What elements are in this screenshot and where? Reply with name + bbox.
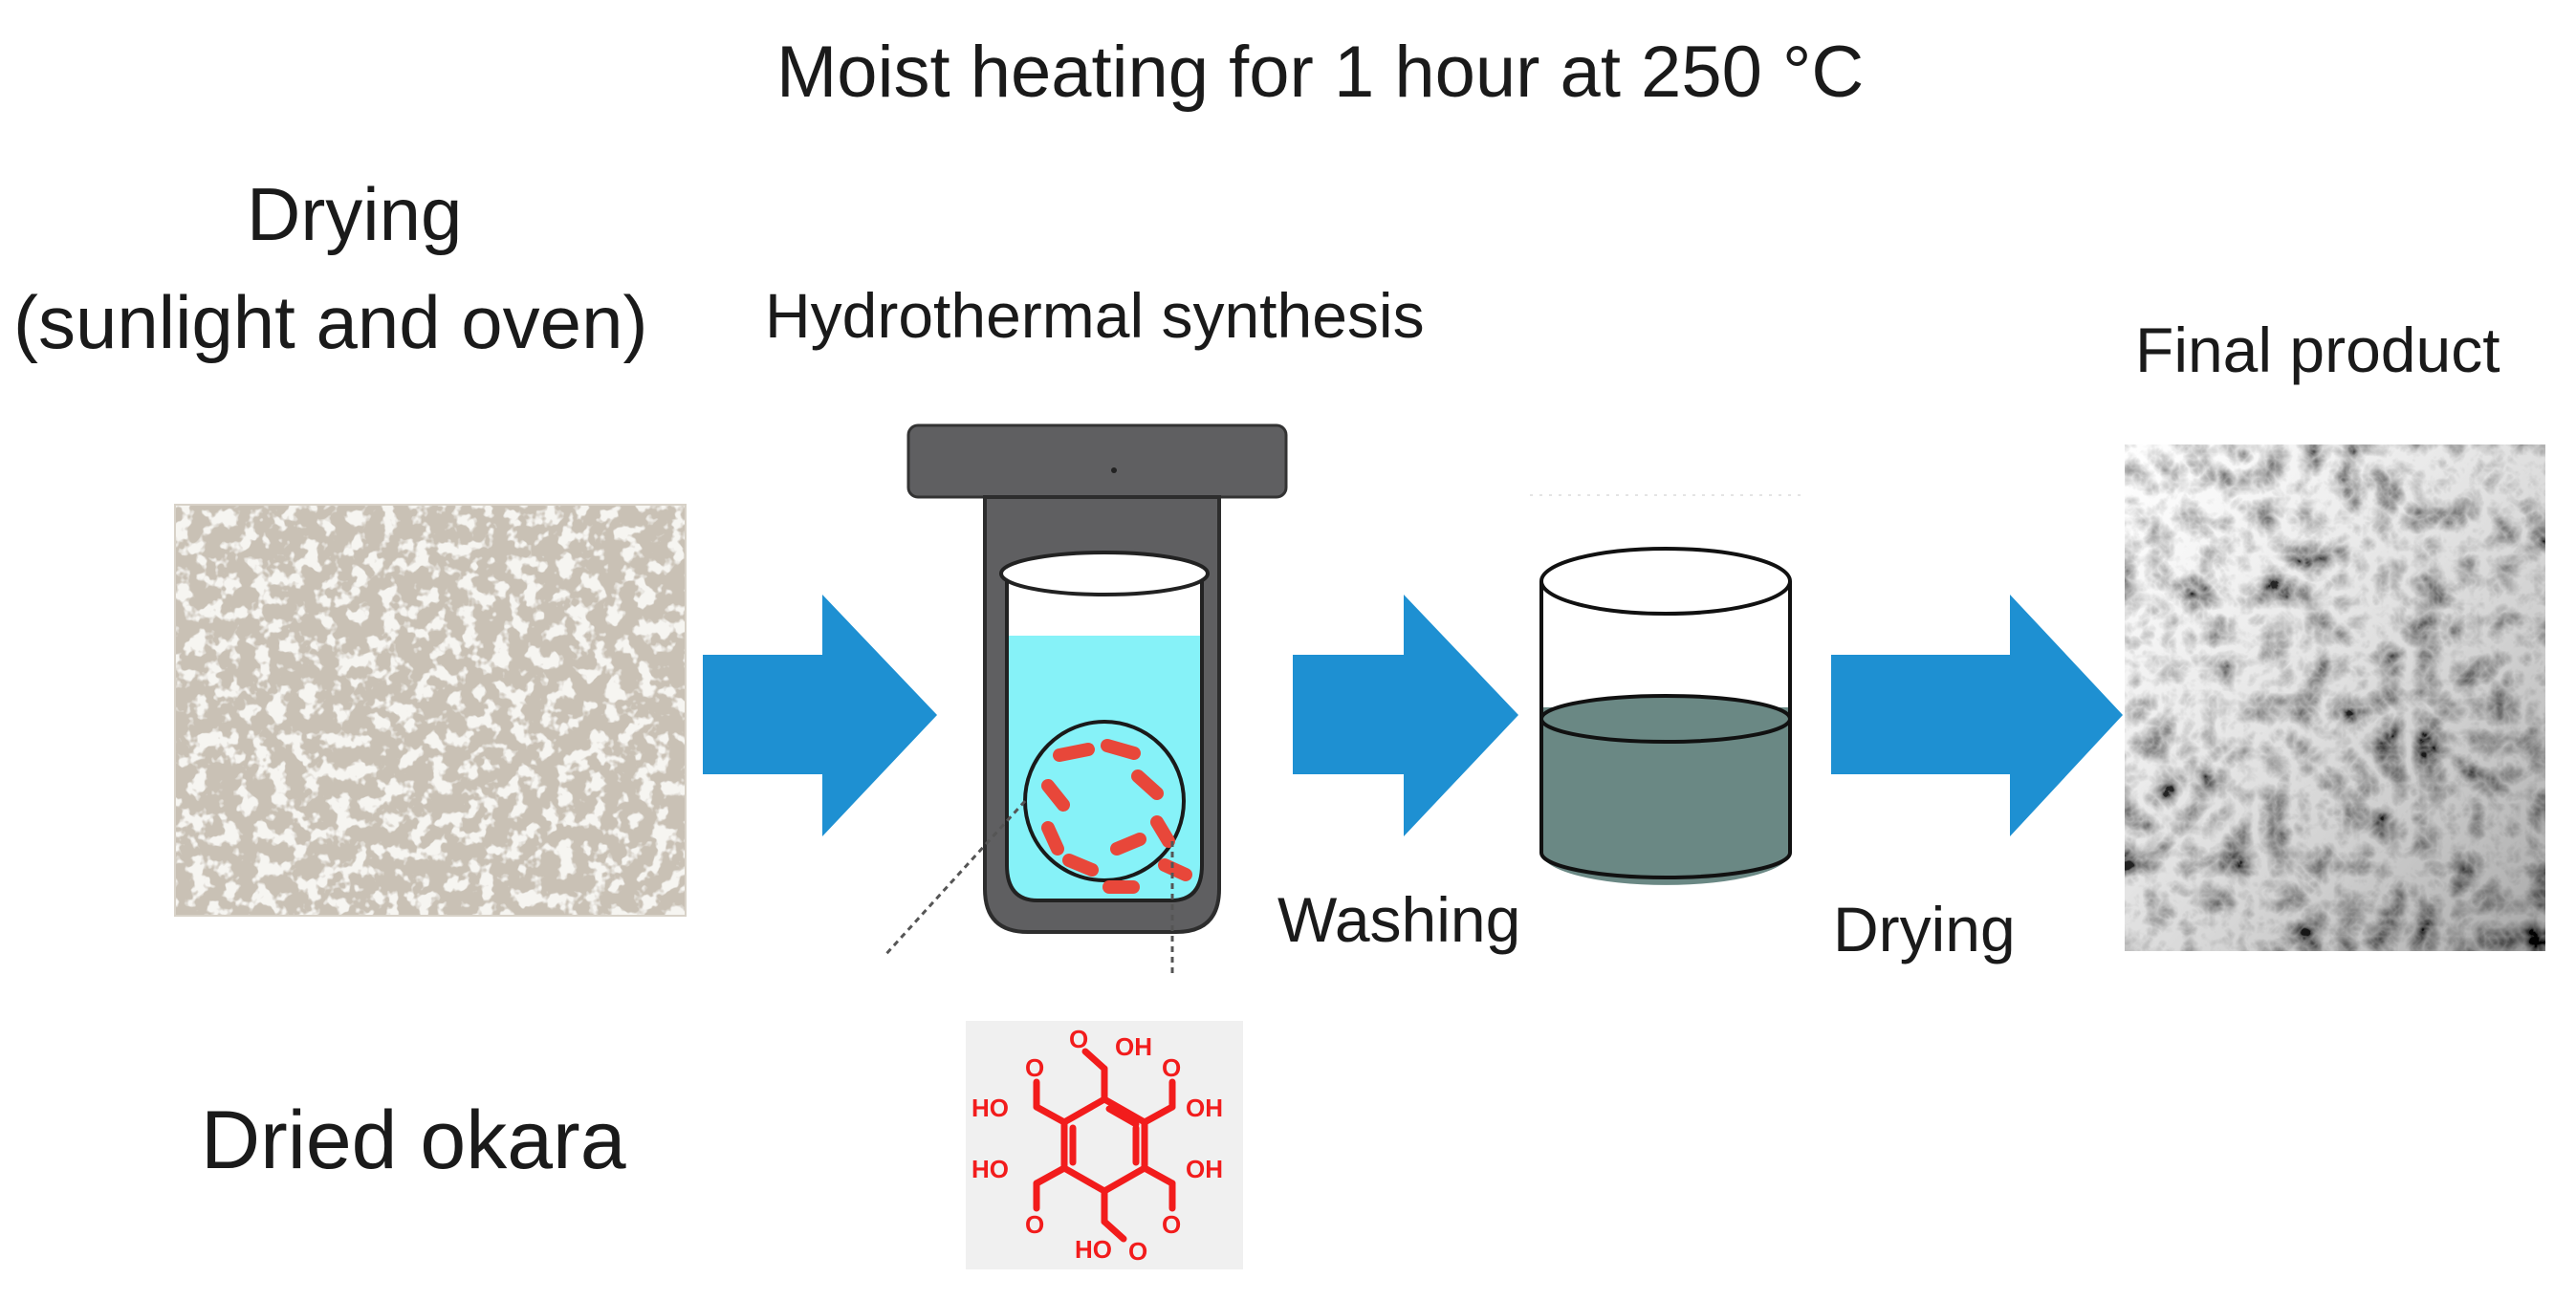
arrow-to-reactor: [703, 595, 937, 836]
washing-label: Washing: [1277, 884, 1521, 955]
acid-o-lower-left: O: [1025, 1210, 1044, 1239]
acid-oh-upper-right: OH: [1186, 1094, 1223, 1122]
acid-ho-lower-left: HO: [971, 1155, 1009, 1183]
drying-label-line1: Drying: [247, 172, 463, 256]
sem-micrograph: [2125, 444, 2545, 951]
drying-label-line2: (sunlight and oven): [13, 280, 648, 364]
acid-o-lower-right: O: [1162, 1210, 1181, 1239]
washing-beaker: [1530, 494, 1807, 885]
final-product-label: Final product: [2135, 314, 2500, 385]
acid-o-upper-left: O: [1025, 1053, 1044, 1082]
acid-o-bottom: O: [1128, 1237, 1147, 1266]
arrow-to-final: [1831, 595, 2123, 836]
hydrothermal-label: Hydrothermal synthesis: [765, 280, 1425, 351]
dried-okara-photo: [174, 504, 687, 917]
top-heating-label: Moist heating for 1 hour at 250 °C: [776, 32, 1865, 113]
dried-okara-label: Dried okara: [201, 1094, 626, 1186]
acid-o-top: O: [1069, 1025, 1088, 1053]
acid-ho-bottom: HO: [1075, 1235, 1112, 1264]
drying-step-label: Drying: [1833, 894, 2016, 964]
acid-ho-upper-left: HO: [971, 1094, 1009, 1122]
autoclave-reactor: [883, 423, 1288, 977]
acid-oh-lower-right: OH: [1186, 1155, 1223, 1183]
acid-oh-top: OH: [1115, 1032, 1152, 1061]
acid-o-upper-right: O: [1162, 1053, 1181, 1082]
mellitic-acid-structure: O OH O OH OH O HO O O HO HO O: [966, 1021, 1243, 1269]
arrow-to-washing: [1293, 595, 1518, 836]
